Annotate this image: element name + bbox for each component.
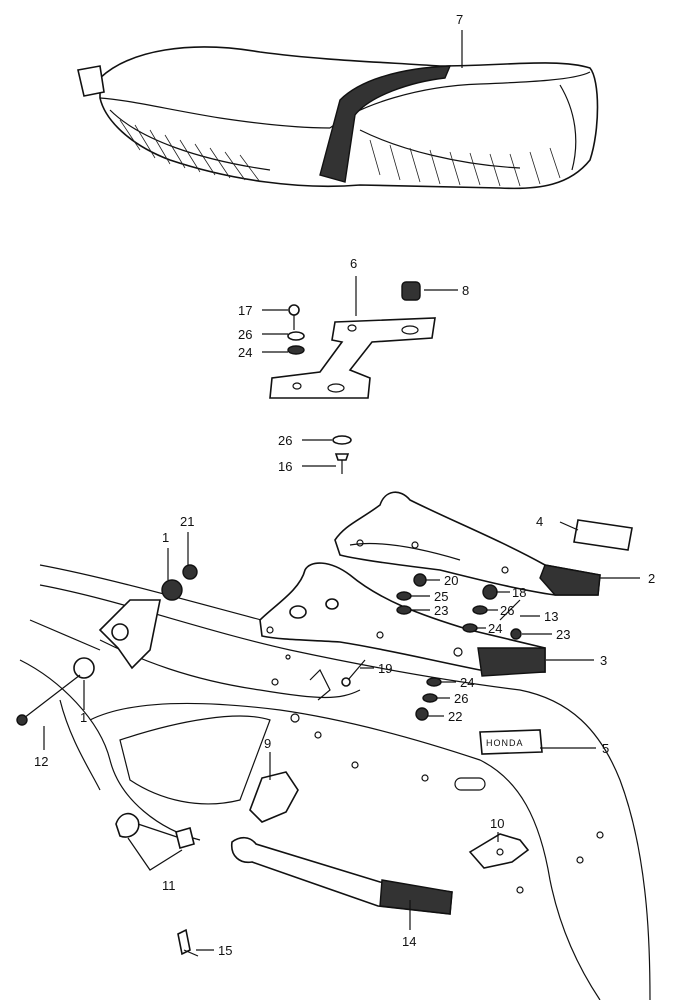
stand-parts [115,771,530,957]
callout-23-b: 23 [556,627,570,642]
callout-21: 21 [180,514,194,529]
callout-8: 8 [462,283,469,298]
badge-label: HONDA [486,738,524,748]
seat-hardware [287,281,421,474]
callout-11: 11 [162,878,176,893]
callout-14: 14 [402,934,416,949]
callout-22: 22 [448,709,462,724]
seat-bracket [269,317,436,399]
callout-24-a: 24 [238,345,252,360]
rear-bracket-lower [259,562,546,677]
callout-13: 13 [544,609,558,624]
callout-25: 25 [434,589,448,604]
callout-2: 2 [648,571,655,586]
callout-1-a: 1 [162,530,169,545]
callout-24-b: 24 [488,621,502,636]
frame-body [19,564,651,1000]
callout-1-b: 1 [80,710,87,725]
callout-5: 5 [602,741,609,756]
callout-6: 6 [350,256,357,271]
reflector-plate [573,519,633,551]
callout-24-c: 24 [460,675,474,690]
callout-17: 17 [238,303,252,318]
callout-20: 20 [444,573,458,588]
callout-15: 15 [218,943,232,958]
callout-26-d: 26 [454,691,468,706]
callout-9: 9 [264,736,271,751]
leader-lines [43,30,640,951]
callout-18: 18 [512,585,526,600]
callout-10: 10 [490,816,504,831]
honda-badge: HONDA [479,729,543,755]
callout-26-c: 26 [500,603,514,618]
callout-26-a: 26 [238,327,252,342]
callout-19: 19 [378,661,392,676]
seat-assembly [77,46,599,190]
bracket-hardware [16,564,522,726]
callout-4: 4 [536,514,543,529]
callout-12: 12 [34,754,48,769]
callout-23-a: 23 [434,603,448,618]
callout-7: 7 [456,12,463,27]
callout-16: 16 [278,459,292,474]
callout-3: 3 [600,653,607,668]
rear-bracket-upper [334,491,601,596]
callout-26-b: 26 [278,433,292,448]
callout-labels: 7 6 8 17 26 24 26 16 4 2 3 5 1 21 20 25 … [34,12,655,958]
